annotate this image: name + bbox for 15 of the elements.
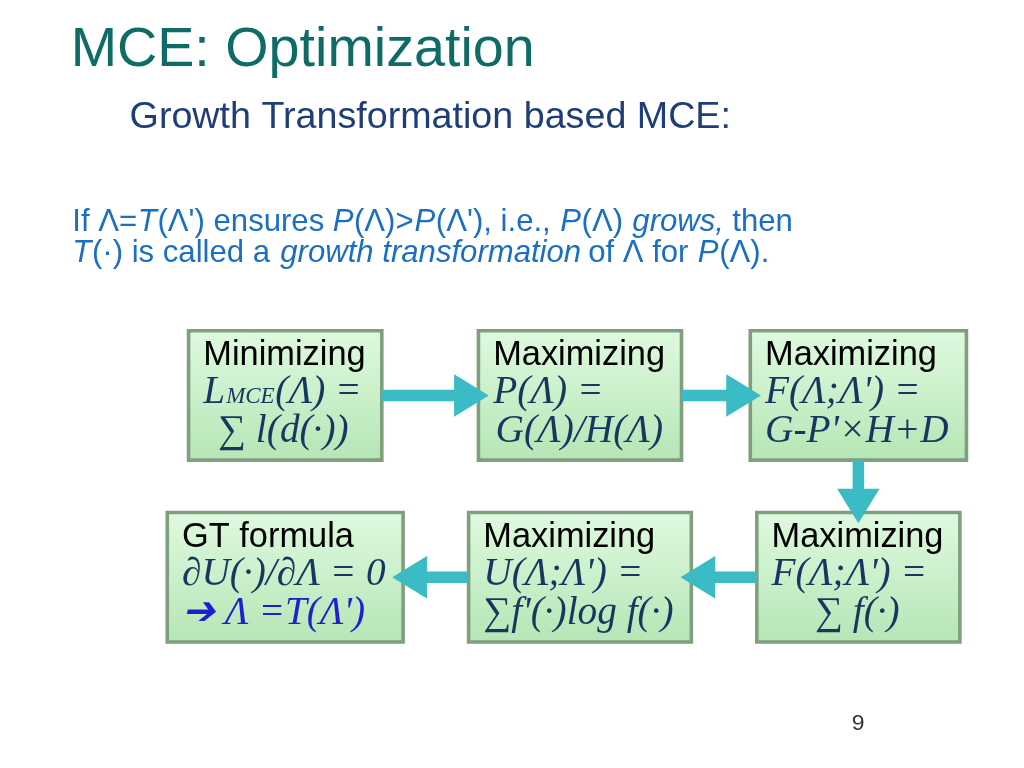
arrow (837, 460, 880, 524)
arrow (381, 374, 489, 417)
node-box: Maximizing P(Λ) = G(Λ)/H(Λ) (476, 328, 684, 462)
label: 9 (851, 708, 865, 735)
arrow (392, 556, 469, 599)
node-box: Maximizing F(Λ;Λ') = G-P'×H+D (748, 328, 969, 462)
node-box: Minimizing LMCE(Λ) = ∑ l(d(·)) (186, 328, 384, 462)
node-box: GT formula ∂U(·)/∂Λ = 0 ➔ Λ =T(Λ') (165, 510, 405, 644)
node-box: Maximizing F(Λ;Λ') = ∑ f(·) (755, 510, 962, 644)
label: If Λ=T(Λ') ensures P(Λ)>P(Λ'), i.e., P(Λ) grows, then T(·) is called a growth transformation of Λ for P(Λ). (72, 203, 793, 270)
arrow (681, 374, 761, 417)
node-box: Maximizing U(Λ;Λ') = ∑f'(·)log f(·) (466, 510, 694, 644)
label: Growth Transformation based MCE: (129, 93, 731, 136)
diagram-title: MCE: Optimization (70, 15, 535, 78)
arrow (680, 556, 757, 599)
